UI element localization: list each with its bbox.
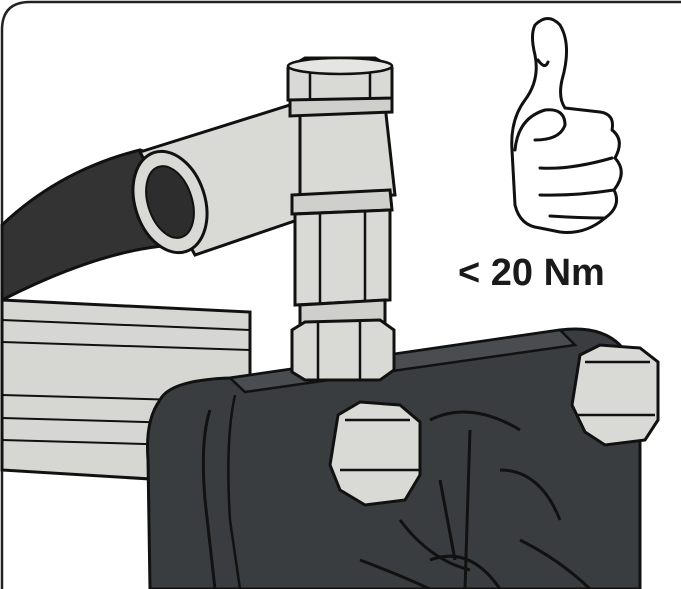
torque-limit-label: < 20 Nm: [458, 252, 605, 294]
tee-fitting: [288, 90, 397, 202]
impeller-ribs: [359, 410, 592, 589]
thumbs-up-icon: [510, 17, 623, 234]
bottom-hex-nut: [290, 318, 396, 382]
connector-pipe: [290, 188, 394, 332]
left-hex-bolt: [328, 400, 422, 507]
right-hex-bolt: [570, 343, 660, 447]
hose-coupling: [131, 103, 338, 257]
top-hex-nut: [286, 56, 394, 102]
